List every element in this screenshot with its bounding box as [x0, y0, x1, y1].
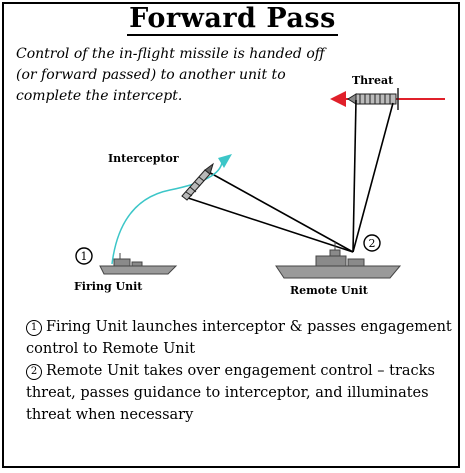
interceptor-missile-icon — [181, 162, 214, 201]
legend-marker-1: 1 — [26, 320, 42, 336]
trajectory-arrow-head — [218, 154, 232, 168]
threat-label: Threat — [352, 74, 394, 87]
threat-arrow-head — [330, 91, 346, 107]
guidance-lines — [181, 99, 394, 253]
intro-text: Control of the in-flight missile is hand… — [16, 46, 325, 104]
interceptor-trajectory — [111, 161, 223, 265]
threat-missile-icon — [347, 88, 399, 110]
svg-text:2: 2 — [369, 237, 376, 250]
legend-text-2: Remote Unit takes over engagement contro… — [26, 363, 435, 423]
legend-marker-2: 2 — [26, 364, 42, 380]
marker-1: 1 — [75, 247, 93, 265]
firing-unit-ship-icon — [99, 253, 178, 275]
legend-text-1: Firing Unit launches interceptor & passe… — [26, 319, 452, 357]
diagram-title: Forward Pass — [0, 3, 465, 36]
remote-unit-label: Remote Unit — [290, 284, 368, 297]
diagram-frame — [2, 2, 460, 468]
title-text: Forward Pass — [127, 3, 338, 36]
remote-unit-ship-icon — [275, 242, 402, 279]
interceptor-label: Interceptor — [108, 152, 179, 165]
svg-text:1: 1 — [81, 250, 88, 263]
firing-unit-label: Firing Unit — [74, 280, 143, 293]
marker-2: 2 — [363, 234, 381, 252]
